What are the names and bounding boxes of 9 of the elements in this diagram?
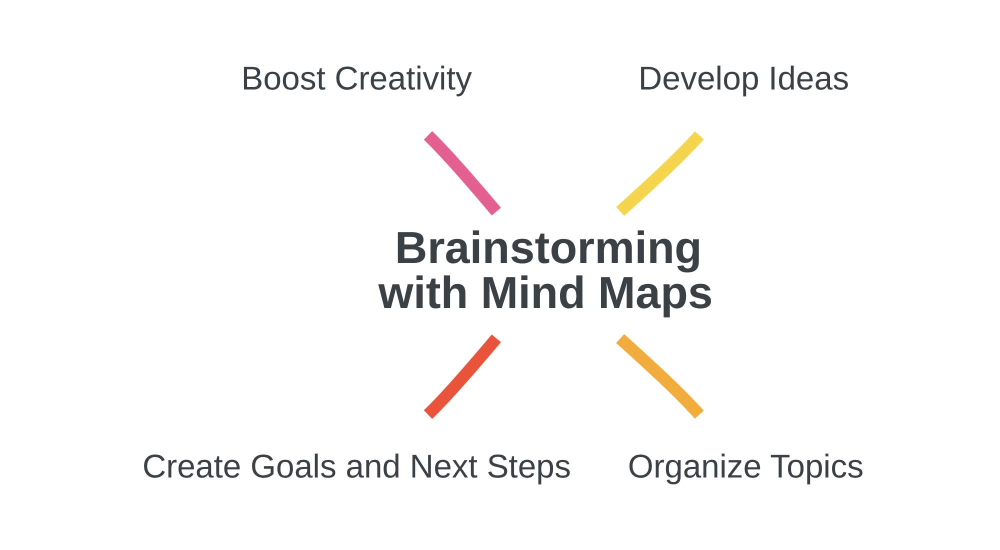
node-text: Organize Topics	[627, 447, 864, 484]
node-text: Brainstorming with Mind Maps	[378, 222, 712, 318]
connector	[423, 131, 500, 216]
connector	[616, 334, 704, 419]
connector	[423, 334, 500, 419]
node-text: Boost Creativity	[240, 59, 472, 96]
node-text: Develop Ideas	[638, 59, 849, 96]
node-text: Create Goals and Next Steps	[142, 447, 570, 484]
connector	[616, 131, 704, 216]
